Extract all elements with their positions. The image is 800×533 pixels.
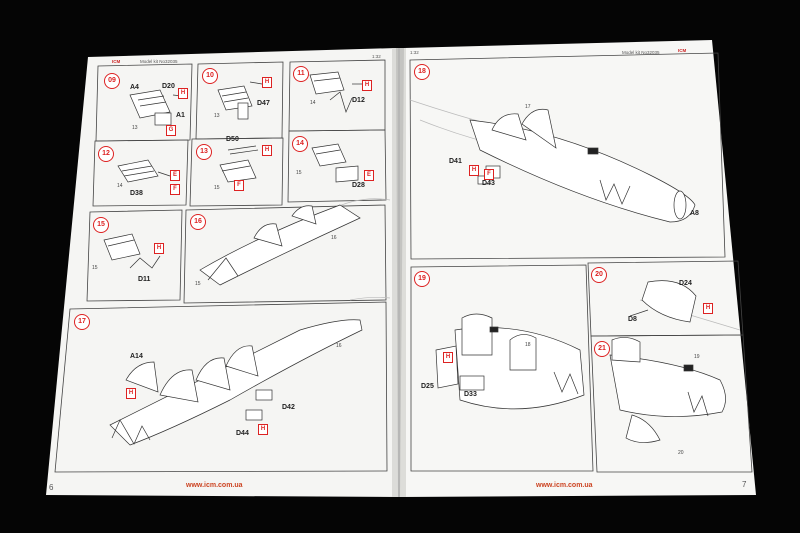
part-label: D41	[449, 158, 462, 165]
part-label: A8	[690, 210, 699, 217]
left-brand-logo: ICM	[112, 59, 121, 64]
paint-tag: H	[443, 352, 453, 363]
part-label: A4	[130, 84, 139, 91]
left-step-frames	[54, 59, 388, 473]
step-number: 15	[93, 217, 109, 233]
paint-tag: G	[166, 125, 176, 136]
scale-label: 1:32	[372, 54, 381, 59]
part-label: D24	[679, 280, 692, 287]
right-model-label: Model kit No32035	[622, 50, 660, 55]
part-label: D42	[282, 404, 295, 411]
part-label: D47	[257, 100, 270, 107]
part-label: D8	[628, 316, 637, 323]
part-label: A1	[176, 112, 185, 119]
step-number: 16	[190, 214, 206, 230]
step-number: 10	[202, 68, 218, 84]
right-step-frames	[409, 52, 753, 473]
step-ref: 13	[214, 113, 220, 119]
step-number: 20	[591, 267, 607, 283]
step-ref: 17	[525, 104, 531, 110]
step-14-drawing	[311, 143, 359, 183]
right-page-number: 7	[742, 480, 747, 489]
step-17-drawing	[109, 319, 363, 446]
right-page	[400, 40, 756, 497]
step-number: 13	[196, 144, 212, 160]
part-label: D44	[236, 430, 249, 437]
step-ref: 20	[678, 450, 684, 456]
right-website-link: www.icm.com.ua	[536, 482, 593, 489]
step-number: 17	[74, 314, 90, 330]
step-ref: 14	[310, 100, 316, 106]
paint-tag: H	[178, 88, 188, 99]
step-ref: 16	[336, 343, 342, 349]
paint-tag: H	[362, 80, 372, 91]
paint-tag: F	[170, 184, 180, 195]
part-label: D20	[162, 83, 175, 90]
step-ref: 15	[214, 185, 220, 191]
part-label: D28	[352, 182, 365, 189]
paint-tag: H	[154, 243, 164, 254]
step-12-drawing	[117, 159, 171, 183]
step-number: 11	[293, 66, 309, 82]
part-label: D43	[482, 180, 495, 187]
step-number: 18	[414, 64, 430, 80]
step-21-drawing	[609, 337, 726, 443]
left-model-label: Model kit No32035	[140, 59, 178, 64]
part-label: A14	[130, 353, 143, 360]
step-number: 09	[104, 73, 120, 89]
paint-tag: F	[234, 180, 244, 191]
right-brand-logo: ICM	[678, 48, 687, 53]
step-09-drawing	[129, 89, 183, 126]
step-ref: 13	[132, 125, 138, 131]
step-15-drawing	[103, 233, 161, 269]
paint-tag: E	[170, 170, 180, 181]
step-ref: 15	[195, 281, 201, 287]
part-label: D50	[226, 136, 239, 143]
left-website-link: www.icm.com.ua	[186, 482, 243, 489]
step-number: 21	[594, 341, 610, 357]
step-number: 14	[292, 136, 308, 152]
paint-tag: H	[262, 77, 272, 88]
step-16-drawing	[199, 204, 361, 286]
part-label: D33	[464, 391, 477, 398]
step-18-drawing	[469, 108, 696, 223]
paint-tag: H	[258, 424, 268, 435]
step-number: 19	[414, 271, 430, 287]
part-label: D12	[352, 97, 365, 104]
step-20-drawing	[629, 280, 697, 323]
right-scale-label: 1:32	[410, 50, 419, 55]
part-label: D11	[138, 276, 151, 283]
part-label: D38	[130, 190, 143, 197]
step-ref: 14	[117, 183, 123, 189]
step-13-drawing	[219, 145, 259, 183]
step-ref: 16	[331, 235, 337, 241]
step-10-drawing	[217, 81, 263, 120]
paint-tag: H	[469, 165, 479, 176]
paint-tag: E	[364, 170, 374, 181]
left-page-number: 6	[49, 483, 54, 492]
step-ref: 15	[296, 170, 302, 176]
paint-tag: H	[262, 145, 272, 156]
step-number: 12	[98, 146, 114, 162]
step-11-drawing	[309, 71, 362, 114]
step-ref: 18	[525, 342, 531, 348]
step-ref: 15	[92, 265, 98, 271]
paint-tag: H	[126, 388, 136, 399]
paint-tag: F	[484, 169, 494, 180]
step-ref: 19	[694, 354, 700, 360]
part-label: D25	[421, 383, 434, 390]
paint-tag: H	[703, 303, 713, 314]
